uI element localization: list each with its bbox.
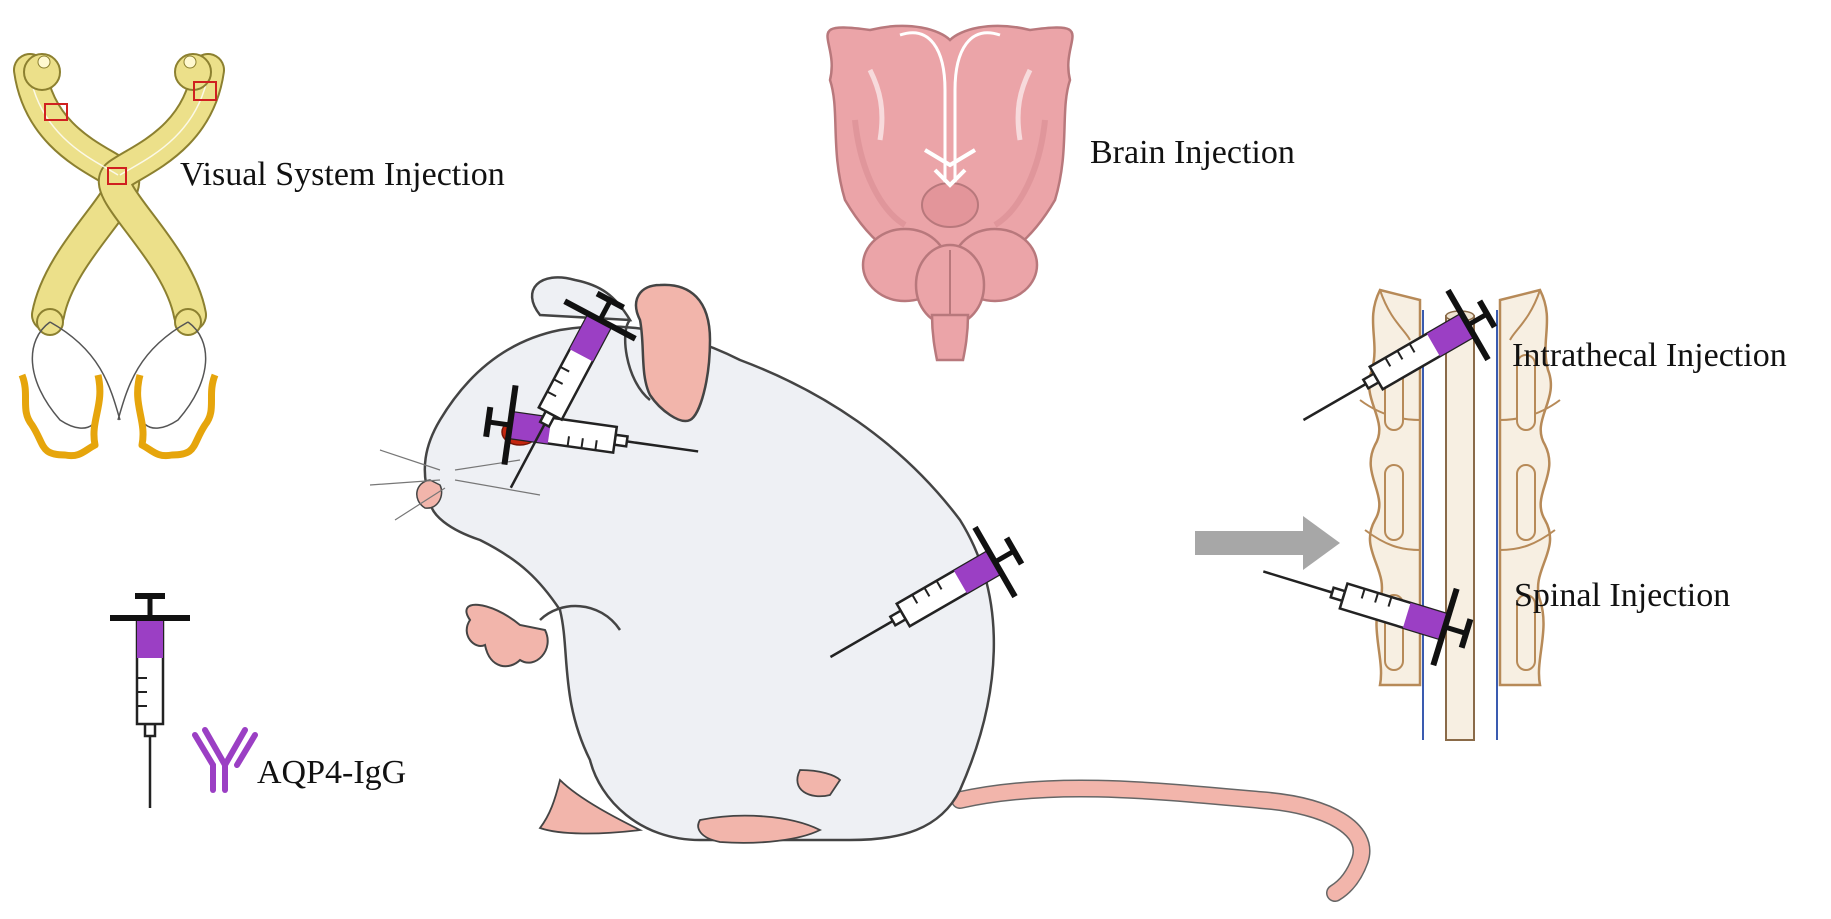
injection-site-marker: [107, 167, 127, 185]
syringe-icon: [110, 596, 190, 808]
brain-illustration: [826, 24, 1074, 362]
brain-injection-label: Brain Injection: [1090, 134, 1295, 171]
optic-system-illustration: [13, 53, 225, 460]
spinal-injection-label: Spinal Injection: [1514, 577, 1730, 614]
injection-site-marker: [44, 103, 68, 121]
injection-site-marker: [193, 81, 217, 101]
antibody-label: AQP4-IgG: [257, 754, 406, 791]
mouse-illustration: [369, 276, 1371, 902]
antibody-icon: [192, 727, 258, 793]
intrathecal-injection-label: Intrathecal Injection: [1512, 337, 1787, 374]
arrow-icon: [1195, 516, 1340, 570]
visual-injection-label: Visual System Injection: [180, 156, 505, 193]
